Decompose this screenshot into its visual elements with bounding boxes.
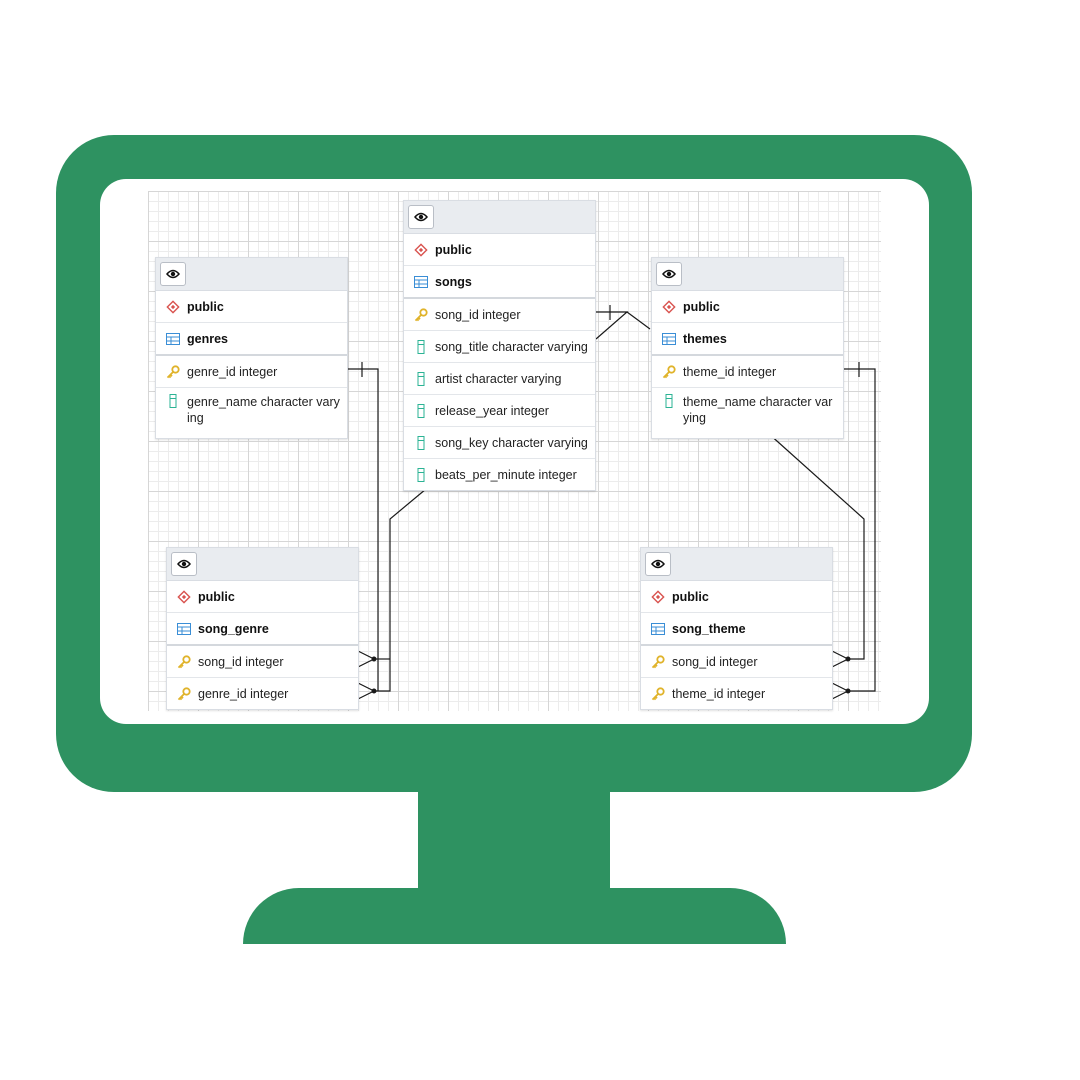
column-row: release_year integer [404, 395, 595, 427]
schema-row: public [404, 234, 595, 266]
column-row: genre_name character varying [156, 388, 347, 438]
column-row: song_id integer [641, 646, 832, 678]
schema-diamond-icon [177, 589, 191, 604]
column-row: theme_id integer [652, 356, 843, 388]
eye-icon[interactable] [171, 552, 197, 576]
table-name-row: song_genre [167, 613, 358, 646]
column-icon [414, 467, 428, 482]
key-icon [651, 686, 665, 701]
table-themes[interactable]: public themes theme_id integer theme_nam… [651, 257, 844, 439]
table-song_genre[interactable]: public song_genre song_id integer genre_… [166, 547, 359, 710]
table-genres[interactable]: public genres genre_id integer genre_nam… [155, 257, 348, 439]
eye-icon[interactable] [645, 552, 671, 576]
column-icon [414, 403, 428, 418]
key-icon [662, 364, 676, 379]
table-song_theme[interactable]: public song_theme song_id integer theme_… [640, 547, 833, 710]
key-icon [166, 364, 180, 379]
column-row: song_id integer [404, 299, 595, 331]
column-icon [414, 435, 428, 450]
table-grid-icon [166, 332, 180, 346]
column-row: theme_id integer [641, 678, 832, 709]
table-grid-icon [662, 332, 676, 346]
key-icon [414, 307, 428, 322]
column-icon [414, 371, 428, 386]
table-name-row: themes [652, 323, 843, 356]
table-grid-icon [651, 622, 665, 636]
monitor-screen: public songs song_id integer song_title … [100, 179, 929, 724]
column-row: beats_per_minute integer [404, 459, 595, 490]
key-icon [177, 686, 191, 701]
column-row: artist character varying [404, 363, 595, 395]
column-icon [166, 394, 180, 408]
table-songs[interactable]: public songs song_id integer song_title … [403, 200, 596, 491]
table-name-row: song_theme [641, 613, 832, 646]
schema-row: public [167, 581, 358, 613]
eye-icon[interactable] [408, 205, 434, 229]
monitor-stand-base [243, 888, 786, 944]
column-row: song_id integer [167, 646, 358, 678]
schema-row: public [641, 581, 832, 613]
column-row: song_key character varying [404, 427, 595, 459]
monitor-stand-neck [418, 780, 610, 900]
key-icon [651, 654, 665, 669]
schema-row: public [156, 291, 347, 323]
column-row: genre_id integer [156, 356, 347, 388]
schema-diamond-icon [662, 299, 676, 314]
column-icon [662, 394, 676, 408]
eye-icon[interactable] [656, 262, 682, 286]
column-row: genre_id integer [167, 678, 358, 709]
table-name-row: genres [156, 323, 347, 356]
table-grid-icon [177, 622, 191, 636]
table-name-row: songs [404, 266, 595, 299]
column-row: theme_name character varying [652, 388, 843, 438]
column-row: song_title character varying [404, 331, 595, 363]
schema-diamond-icon [651, 589, 665, 604]
key-icon [177, 654, 191, 669]
table-grid-icon [414, 275, 428, 289]
eye-icon[interactable] [160, 262, 186, 286]
column-icon [414, 339, 428, 354]
schema-diamond-icon [414, 242, 428, 257]
schema-row: public [652, 291, 843, 323]
schema-diamond-icon [166, 299, 180, 314]
